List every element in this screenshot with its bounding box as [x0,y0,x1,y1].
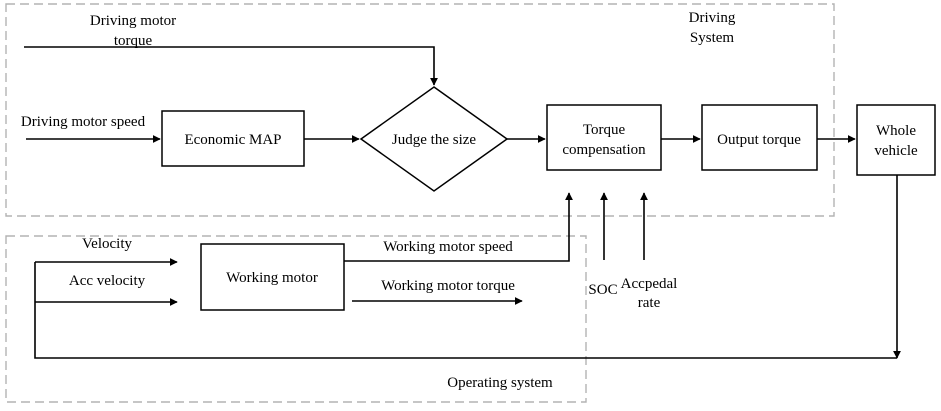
driving-motor-torque-label-line2: torque [114,33,153,49]
driving-motor-speed-label: Driving motor speed [21,114,146,130]
soc-label: SOC [588,282,617,298]
working-motor-block [200,243,345,311]
economic-map-label: Economic MAP [184,132,281,148]
torque-compensation-label-line1: Torque [583,122,626,138]
whole-vehicle-block [856,104,936,176]
driving-system-region [5,3,835,217]
whole-vehicle-label-line1: Whole [876,123,916,139]
output-torque-label: Output torque [717,132,801,148]
accpedal-label-line2: rate [638,295,661,311]
working-motor-speed-label: Working motor speed [383,239,513,255]
torque-compensation-label-line2: compensation [562,142,646,158]
operating-system-region [5,235,587,403]
accpedal-label-line1: Accpedal [621,276,678,292]
working-motor-speed-arrow [344,192,573,262]
judge-size-decision [359,86,509,192]
working-motor-torque-label: Working motor torque [381,278,515,294]
working-motor-label: Working motor [226,270,318,286]
torque-compensation-block [546,104,662,171]
output-torque-block [701,104,818,171]
driving-system-label-line2: System [690,30,735,46]
whole-vehicle-label-line2: vehicle [874,143,918,159]
feedback-return-path [34,262,897,359]
driving-motor-torque-label-line1: Driving motor [90,13,176,29]
driving-motor-torque-arrow [24,46,438,86]
operating-system-label: Operating system [447,375,553,391]
judge-size-label: Judge the size [392,132,476,148]
velocity-label: Velocity [82,236,132,252]
acc-velocity-label: Acc velocity [69,273,146,289]
driving-system-label-line1: Driving [689,10,736,26]
